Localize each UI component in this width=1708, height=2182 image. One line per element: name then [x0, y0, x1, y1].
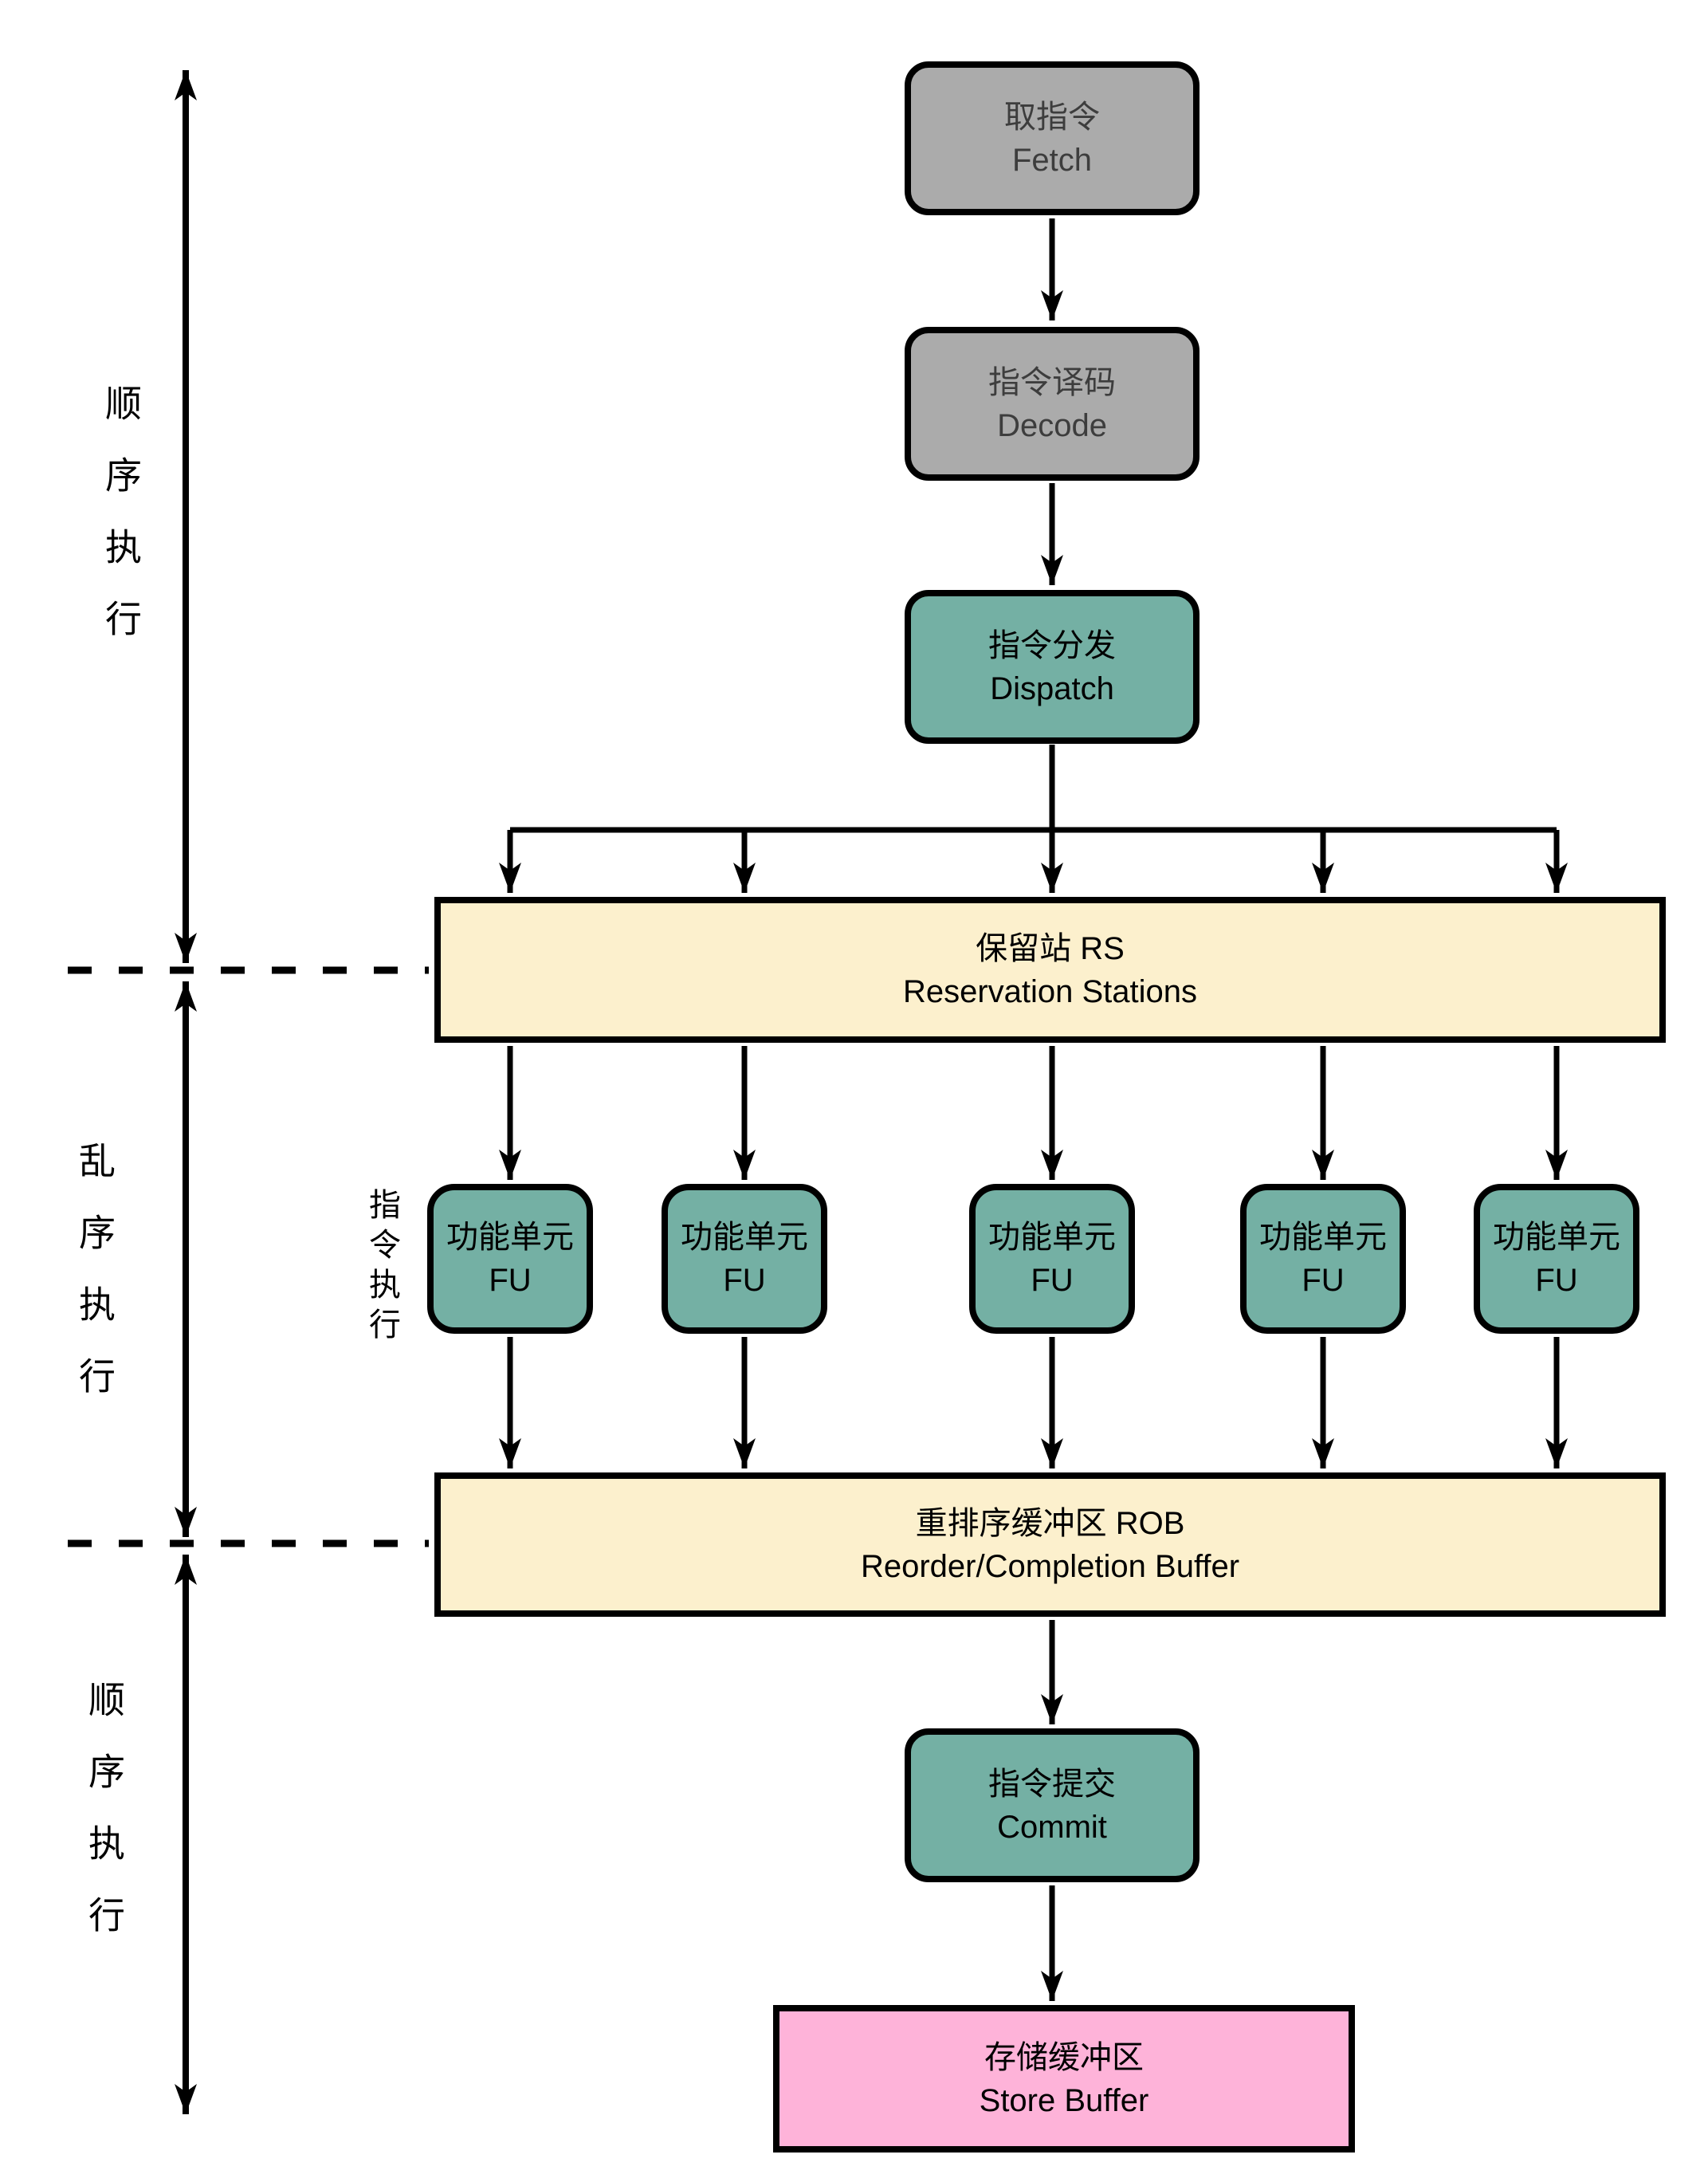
node-functional-unit-2: 功能单元 FU	[662, 1184, 827, 1334]
node-fu5-label-zh: 功能单元	[1493, 1220, 1620, 1255]
node-reorder-buffer: 重排序缓冲区 ROB Reorder/Completion Buffer	[434, 1472, 1666, 1617]
side-label-in-order-top: 顺序执行	[100, 384, 142, 671]
node-dispatch: 指令分发 Dispatch	[905, 590, 1200, 744]
node-dispatch-label-zh: 指令分发	[988, 627, 1116, 663]
node-commit-label-zh: 指令提交	[988, 1766, 1116, 1802]
node-fetch-label-zh: 取指令	[1004, 99, 1100, 135]
node-rs-label-zh: 保留站 RS	[976, 930, 1125, 966]
node-fu1-label-en: FU	[489, 1263, 532, 1298]
node-commit-label-en: Commit	[997, 1809, 1107, 1845]
node-reservation-stations: 保留站 RS Reservation Stations	[434, 897, 1666, 1043]
node-functional-unit-1: 功能单元 FU	[427, 1184, 593, 1334]
node-fu2-label-en: FU	[723, 1263, 766, 1298]
node-fu3-label-en: FU	[1031, 1263, 1074, 1298]
node-rs-label-en: Reservation Stations	[902, 973, 1198, 1009]
node-fu4-label-en: FU	[1302, 1263, 1345, 1298]
node-fetch: 取指令 Fetch	[905, 61, 1200, 215]
node-fu1-label-zh: 功能单元	[446, 1220, 574, 1255]
node-rob-label-zh: 重排序缓冲区 ROB	[915, 1505, 1185, 1541]
node-fetch-label-en: Fetch	[1011, 142, 1093, 178]
side-label-in-order-bottom: 顺序执行	[84, 1681, 125, 1968]
node-rob-label-en: Reorder/Completion Buffer	[860, 1548, 1240, 1584]
node-functional-unit-4: 功能单元 FU	[1240, 1184, 1406, 1334]
node-functional-unit-5: 功能单元 FU	[1474, 1184, 1639, 1334]
node-decode-label-zh: 指令译码	[988, 364, 1116, 400]
node-decode-label-en: Decode	[997, 407, 1107, 443]
node-fu3-label-zh: 功能单元	[988, 1220, 1116, 1255]
node-decode: 指令译码 Decode	[905, 327, 1200, 481]
node-store-label-en: Store Buffer	[979, 2082, 1149, 2118]
node-fu5-label-en: FU	[1535, 1263, 1578, 1298]
side-label-out-of-order: 乱序执行	[74, 1142, 116, 1429]
node-commit: 指令提交 Commit	[905, 1728, 1200, 1882]
node-store-buffer: 存储缓冲区 Store Buffer	[773, 2005, 1355, 2153]
node-store-label-zh: 存储缓冲区	[984, 2039, 1144, 2075]
node-fu2-label-zh: 功能单元	[681, 1220, 808, 1255]
node-fu4-label-zh: 功能单元	[1259, 1220, 1387, 1255]
node-functional-unit-3: 功能单元 FU	[969, 1184, 1135, 1334]
node-dispatch-label-en: Dispatch	[990, 670, 1114, 706]
side-label-instruction-execute: 指令执行	[364, 1188, 399, 1347]
